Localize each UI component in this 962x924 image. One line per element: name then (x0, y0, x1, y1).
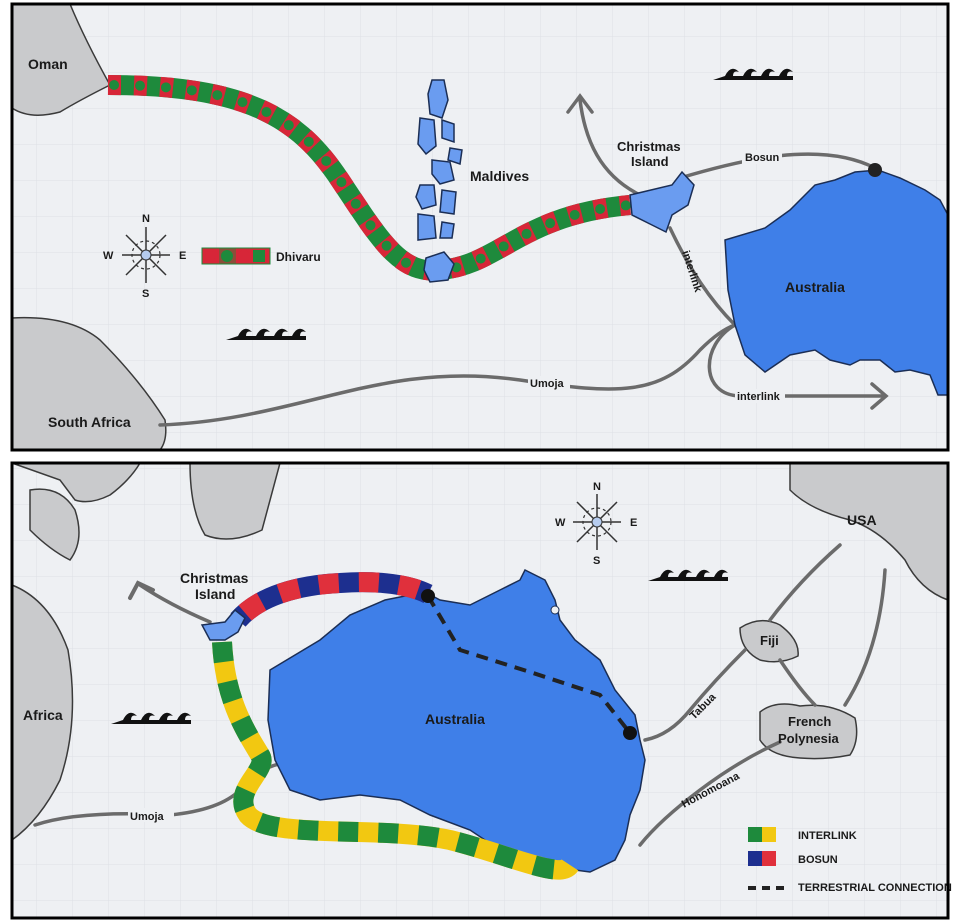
australia-landmass (724, 169, 949, 396)
svg-text:W: W (103, 250, 114, 262)
svg-text:E: E (179, 250, 186, 262)
svg-text:BOSUN: BOSUN (798, 854, 838, 866)
landing-point (421, 589, 435, 603)
asia-island (29, 488, 80, 561)
arrow-right-icon (870, 382, 889, 410)
south-africa-landmass (11, 316, 167, 451)
terrestrial-connection (426, 594, 632, 735)
svg-text:W: W (555, 517, 566, 529)
south-africa-label: South Africa (48, 414, 131, 430)
bosun-cable (230, 572, 433, 627)
svg-text:E: E (630, 517, 637, 529)
landing-point (623, 726, 637, 740)
svg-text:Dhivaru: Dhivaru (276, 250, 321, 264)
french-polynesia-island (759, 703, 858, 760)
asia-landmass (11, 462, 142, 503)
arrow-up-icon (566, 93, 594, 114)
svg-text:S: S (593, 555, 600, 567)
oman-landmass (11, 3, 112, 116)
christmas-island-label-line1: Christmas (617, 139, 681, 154)
maldives-islands (415, 79, 463, 283)
australia-landmass (267, 568, 646, 873)
legend-item-terrestrial-connection: TERRESTRIAL CONNECTION (748, 882, 952, 894)
interlink-east-cable-label: interlink (737, 391, 781, 403)
tabua-route (643, 648, 747, 742)
svg-text:N: N (142, 213, 150, 225)
french-polynesia-label-line2: Polynesia (778, 731, 839, 746)
bosun-cable-label: Bosun (745, 152, 780, 164)
dhivaru-cable (103, 75, 635, 281)
australia-label: Australia (425, 711, 485, 727)
fiji-island (739, 619, 799, 663)
svg-text:INTERLINK: INTERLINK (798, 830, 857, 842)
bosun-landing-point (868, 163, 882, 177)
map-legend: INTERLINK BOSUN TERRESTRIAL CONNECTION (748, 827, 952, 894)
usa-landmass (789, 462, 949, 602)
compass-rose-icon: N S E W (103, 213, 186, 300)
svg-text:S: S (142, 288, 149, 300)
christmas-island-label-line2: Island (195, 586, 235, 602)
fiji-polynesia-route (778, 658, 817, 707)
africa-label: Africa (23, 707, 63, 723)
legend-item-bosun: BOSUN (748, 851, 838, 866)
australia-label: Australia (785, 279, 845, 295)
bottom-map-panel: Christmas Island Australia Africa USA Fi… (10, 461, 952, 920)
umoja-cable-label: Umoja (130, 811, 165, 823)
maldives-label: Maldives (470, 168, 529, 184)
christmas-north-route (578, 98, 642, 197)
oman-label: Oman (28, 56, 68, 72)
interlink-cable (212, 641, 579, 880)
fiji-label: Fiji (760, 633, 779, 648)
top-map-panel: Maldives Christmas Island Australia Oman… (10, 2, 950, 452)
umoja-cable-label: Umoja (530, 378, 565, 390)
svg-text:TERRESTRIAL CONNECTION: TERRESTRIAL CONNECTION (798, 882, 952, 894)
honomoana-route (638, 740, 782, 847)
usa-label: USA (847, 512, 877, 528)
christmas-island-shape (200, 608, 246, 641)
legend-item-interlink: INTERLINK (748, 827, 857, 842)
interlink-route-south (668, 226, 737, 327)
usa-polynesia-route (843, 568, 887, 707)
asia-island (189, 462, 281, 540)
arrow-left-icon (128, 580, 155, 600)
svg-text:N: N (593, 481, 601, 493)
christmas-island-label-line1: Christmas (180, 570, 249, 586)
christmas-island-label-line2: Island (631, 154, 669, 169)
africa-landmass (11, 583, 74, 842)
compass-rose-icon: N S E W (555, 481, 637, 567)
french-polynesia-label-line1: French (788, 714, 831, 729)
dhivaru-legend: Dhivaru (201, 247, 321, 265)
christmas-island-shape (629, 170, 695, 234)
usa-fiji-route (768, 543, 842, 622)
